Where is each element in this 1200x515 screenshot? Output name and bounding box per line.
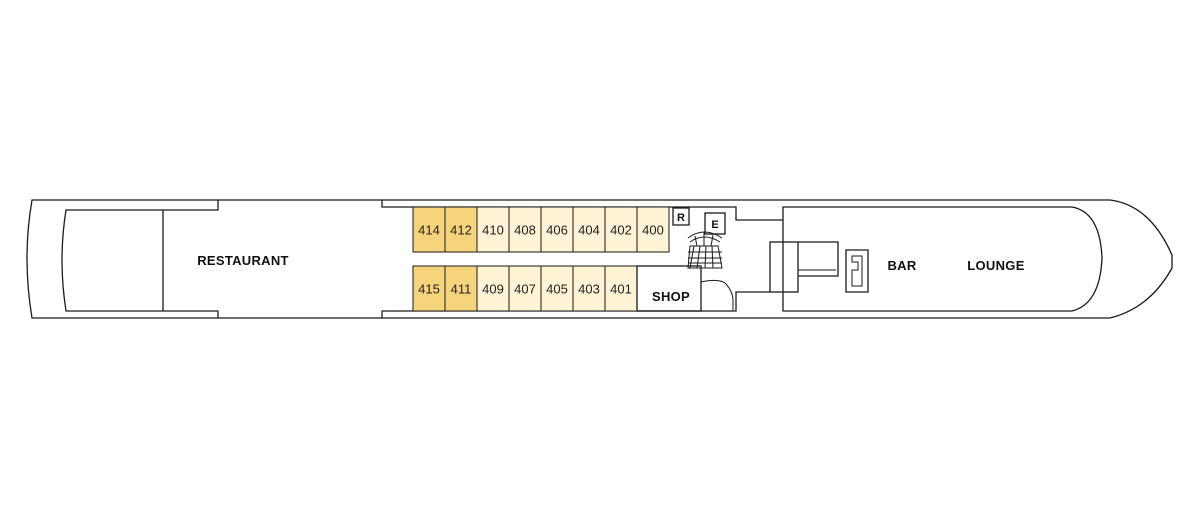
corridor-wall-top <box>381 200 783 221</box>
cabin-number: 405 <box>546 282 568 297</box>
cabin-number: 401 <box>610 282 632 297</box>
restaurant-label: RESTAURANT <box>197 253 289 268</box>
cabin-box <box>444 265 478 312</box>
cabin-number: 411 <box>451 282 472 297</box>
cabin-number: 403 <box>578 282 600 297</box>
cabin-box <box>412 206 446 253</box>
cabin-405[interactable]: 405 <box>540 265 574 312</box>
cabin-box <box>540 265 574 312</box>
cabin-box <box>508 265 542 312</box>
cabin-number: 409 <box>482 282 504 297</box>
cabin-number: 406 <box>546 223 568 238</box>
cabin-402[interactable]: 402 <box>604 206 638 253</box>
cabin-414[interactable]: 414 <box>412 206 446 253</box>
lounge-label: LOUNGE <box>967 258 1024 273</box>
cabin-409[interactable]: 409 <box>476 265 510 312</box>
cabin-box <box>636 206 670 253</box>
cabin-row-port: 414 412 410 408 406 404 402 400 <box>412 206 670 253</box>
cabin-411[interactable]: 411 <box>444 265 478 312</box>
cabin-box <box>412 265 446 312</box>
cabin-number: 412 <box>450 223 472 238</box>
cabin-number: 408 <box>514 223 536 238</box>
cabin-404[interactable]: 404 <box>572 206 606 253</box>
bar-label: BAR <box>887 258 916 273</box>
cabin-box <box>508 206 542 253</box>
cabin-number: 410 <box>482 223 504 238</box>
cabin-box <box>572 265 606 312</box>
staircase-icon <box>687 231 723 269</box>
cabin-box <box>476 265 510 312</box>
cabin-box <box>476 206 510 253</box>
cabin-row-starboard: 415 411 409 407 405 403 401 <box>412 265 638 312</box>
cabin-401[interactable]: 401 <box>604 265 638 312</box>
cabin-number: 402 <box>610 223 632 238</box>
cabin-408[interactable]: 408 <box>508 206 542 253</box>
cabin-number: 404 <box>578 223 600 238</box>
cabin-box <box>444 206 478 253</box>
cabin-406[interactable]: 406 <box>540 206 574 253</box>
cabin-400[interactable]: 400 <box>636 206 670 253</box>
cabin-number: 400 <box>642 223 664 238</box>
shop[interactable] <box>636 265 734 312</box>
cabin-number: 415 <box>418 282 440 297</box>
hull-outline <box>26 199 1173 319</box>
cabin-415[interactable]: 415 <box>412 265 446 312</box>
cabin-407[interactable]: 407 <box>508 265 542 312</box>
cabin-number: 414 <box>418 223 440 238</box>
elevator-label: E <box>711 219 718 231</box>
corridor-wall-bottom <box>381 291 770 318</box>
lounge-area[interactable] <box>782 206 1103 312</box>
cabin-box <box>572 206 606 253</box>
cabin-412[interactable]: 412 <box>444 206 478 253</box>
reception-label: R <box>677 212 685 224</box>
cabin-number: 407 <box>514 282 536 297</box>
cabin-403[interactable]: 403 <box>572 265 606 312</box>
bar-counter <box>769 241 869 293</box>
restaurant-area[interactable] <box>61 200 219 318</box>
shop-label: SHOP <box>652 289 690 304</box>
cabin-410[interactable]: 410 <box>476 206 510 253</box>
reception-box[interactable] <box>672 207 690 226</box>
